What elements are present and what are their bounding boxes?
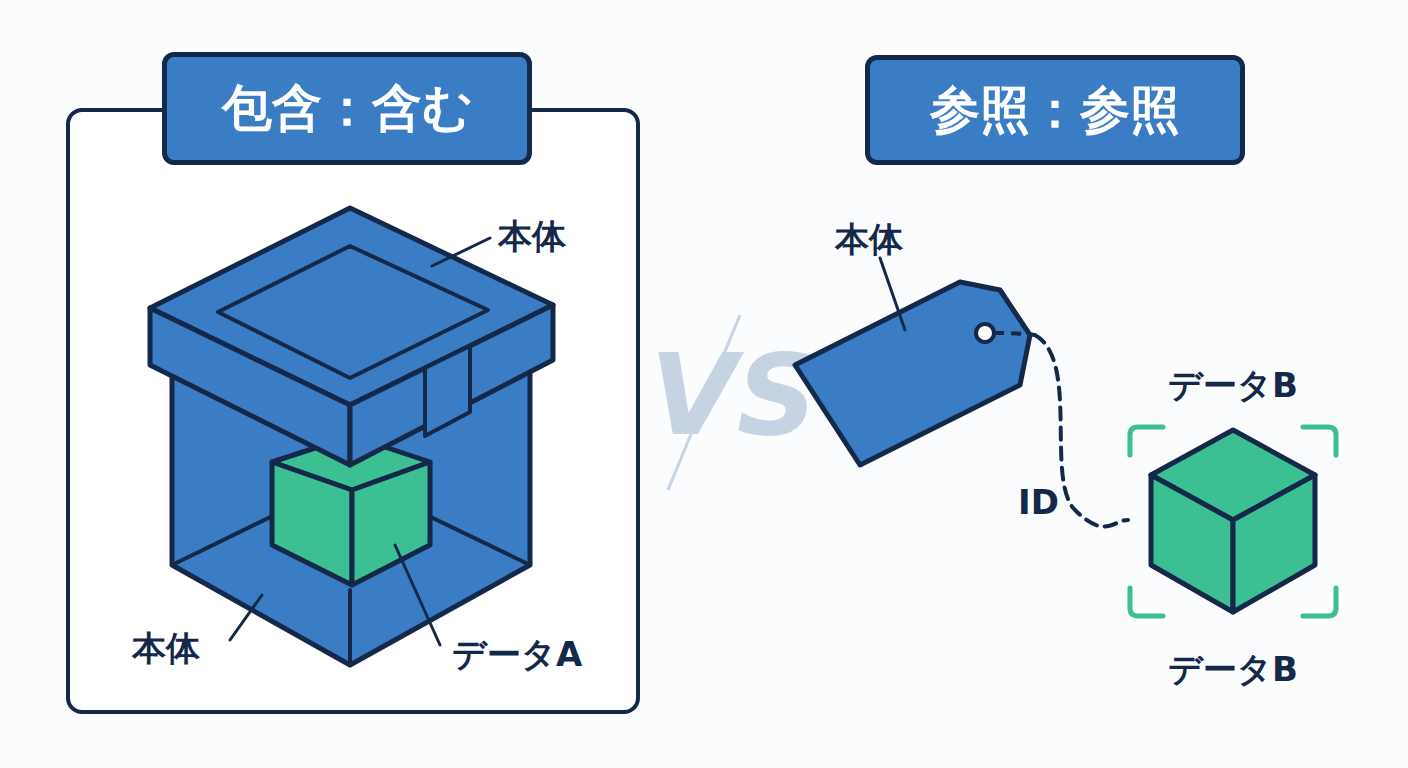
part-label: 本体 <box>498 214 566 260</box>
tag-shape: 本体 <box>785 275 1035 475</box>
bracket-corner <box>1130 588 1163 616</box>
heading-badge: 参照：参照 <box>865 55 1245 165</box>
part-label: データA <box>452 632 582 678</box>
data-cube: データBデータB <box>1128 425 1338 618</box>
edge-label: ID <box>1018 482 1059 522</box>
panel-heading: 包含：含む <box>162 52 532 165</box>
bracket-corner <box>1130 427 1163 455</box>
bracket-corner <box>1303 427 1336 455</box>
comparison-panel: 包含：含む <box>66 108 640 714</box>
bracket-corner <box>1303 588 1336 616</box>
watermark: VS <box>650 330 817 460</box>
part-label: 本体 <box>835 217 903 263</box>
leader-line <box>880 258 905 330</box>
cube-face <box>1151 475 1233 612</box>
tag-outline <box>785 275 1035 475</box>
tag-string <box>994 333 1035 335</box>
tag-hole <box>976 324 994 342</box>
cube-outline <box>1128 425 1338 618</box>
part-label: 本体 <box>132 626 200 672</box>
tag-body <box>795 282 1030 465</box>
part-label: データB <box>1168 363 1298 409</box>
heading-text: 参照：参照 <box>930 77 1180 144</box>
cube-face <box>1233 475 1315 612</box>
part-label: データB <box>1168 647 1298 693</box>
